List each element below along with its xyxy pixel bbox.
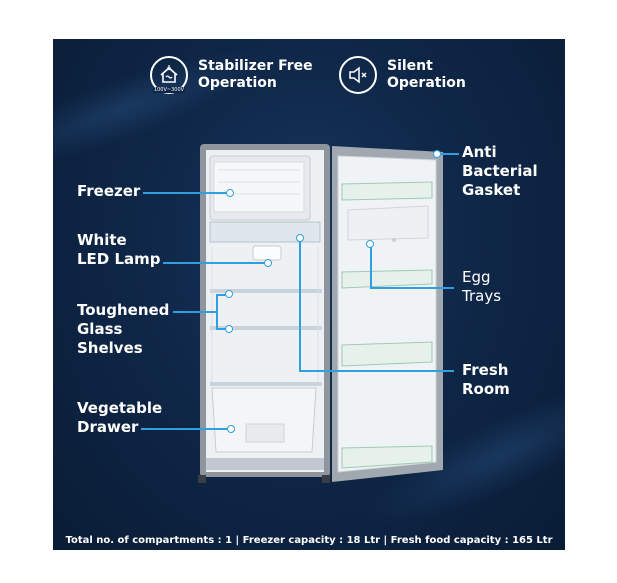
callout-dot-fresh	[296, 234, 304, 242]
voltage-badge: 100V~300V	[152, 87, 186, 93]
callout-line-shelves-bottom	[216, 328, 226, 330]
vegetable-drawer	[211, 387, 317, 453]
egg-tray	[341, 269, 433, 289]
callout-dot-shelf	[225, 290, 233, 298]
glass-shelf	[210, 289, 322, 293]
door-bin	[341, 181, 433, 201]
door-bin	[341, 341, 433, 367]
callout-line-fresh-vertical	[299, 238, 301, 371]
callout-line-shelves-top	[216, 294, 226, 296]
door-liner	[337, 155, 437, 473]
label-gasket: Anti Bacterial Gasket	[462, 143, 538, 199]
feature-subtitle: Operation	[198, 75, 277, 91]
callout-line-shelves-vertical	[216, 294, 218, 330]
callout-line-egg-vertical	[370, 244, 372, 288]
drip-tray	[209, 221, 321, 243]
stabilizer-icon: 100V~300V	[150, 56, 188, 94]
label-fresh-room: Fresh Room	[462, 361, 510, 398]
feature-stabilizer-free: 100V~300V Stabilizer Free Operation	[150, 56, 313, 94]
label-vegetable-drawer: Vegetable Drawer	[77, 399, 163, 436]
door-bin	[341, 445, 433, 469]
callout-line-shelves	[173, 311, 217, 313]
callout-dot-drawer	[227, 425, 235, 433]
product-panel: 100V~300V Stabilizer Free Operation Sile…	[53, 39, 565, 550]
feature-subtitle: Operation	[387, 75, 466, 91]
feature-title: Stabilizer Free	[198, 58, 313, 74]
callout-line-fresh	[299, 370, 454, 372]
callout-line-gasket	[439, 153, 459, 155]
callout-line-drawer	[141, 428, 228, 430]
led-lamp	[252, 245, 282, 261]
callout-dot-led-lamp	[264, 259, 272, 267]
callout-dot-egg	[366, 240, 374, 248]
callout-dot-gasket	[433, 150, 441, 158]
refrigerator-illustration	[198, 144, 443, 483]
speaker-mute-icon	[339, 56, 377, 94]
callout-line-led-lamp	[163, 262, 265, 264]
feature-title: Silent	[387, 58, 433, 74]
label-glass-shelves: Toughened Glass Shelves	[77, 301, 170, 357]
glass-shelf	[210, 326, 322, 330]
callout-dot-freezer	[226, 189, 234, 197]
label-led-lamp: White LED Lamp	[77, 231, 161, 268]
callout-line-freezer	[143, 192, 227, 194]
glass-shelf	[210, 382, 322, 386]
feature-silent-operation: Silent Operation	[339, 56, 466, 94]
label-freezer: Freezer	[77, 182, 141, 200]
callout-line-egg	[370, 287, 454, 289]
callout-dot-shelf	[225, 325, 233, 333]
label-egg-trays: Egg Trays	[462, 268, 502, 305]
capacity-footer: Total no. of compartments : 1 | Freezer …	[65, 535, 553, 546]
